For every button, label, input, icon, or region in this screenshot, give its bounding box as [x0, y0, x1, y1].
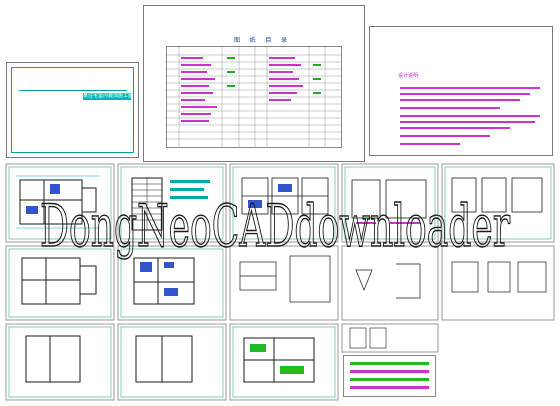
note-line [400, 99, 520, 101]
stamp-line [350, 386, 429, 389]
floor-plan-sheet-3 [5, 323, 115, 401]
note-line [400, 127, 510, 129]
ceiling-elevation-sheet [229, 163, 339, 243]
note-line [400, 107, 500, 109]
cover-sheet [6, 62, 139, 158]
furniture-plan-sheet [117, 245, 227, 321]
floor-plan-sheet-2 [5, 245, 115, 321]
index-table [166, 46, 342, 148]
note-line [400, 143, 460, 145]
layout-plan-sheet [229, 323, 339, 401]
electrical-sheet [117, 163, 227, 243]
cover-divider [19, 90, 127, 91]
stamp-line [350, 378, 429, 381]
cover-frame [11, 67, 134, 153]
stamp-line [350, 362, 429, 365]
note-line [400, 87, 540, 89]
elevation-sheet-2 [341, 163, 439, 243]
elevation-sheet-3 [441, 163, 555, 243]
note-line [400, 135, 490, 137]
detail-sheet-1 [229, 245, 339, 321]
title-stamp [343, 355, 436, 397]
index-sheet: 图 纸 目 录 [143, 5, 365, 162]
stamp-line [350, 370, 429, 373]
notes-heading: 设计说明 [398, 73, 419, 79]
floor-plan-sheet-4 [117, 323, 227, 401]
floor-plan-sheet-1 [5, 163, 115, 243]
notes-sheet: 设计说明 [369, 26, 553, 156]
detail-sheet-3 [441, 245, 555, 321]
index-title: 图 纸 目 录 [234, 38, 292, 44]
legend-sheet [341, 323, 439, 353]
detail-sheet-2 [341, 245, 439, 321]
note-line [400, 121, 535, 123]
cover-title: 某住宅室内装饰施工图 [83, 93, 131, 100]
note-line [400, 115, 540, 117]
note-line [400, 93, 530, 95]
